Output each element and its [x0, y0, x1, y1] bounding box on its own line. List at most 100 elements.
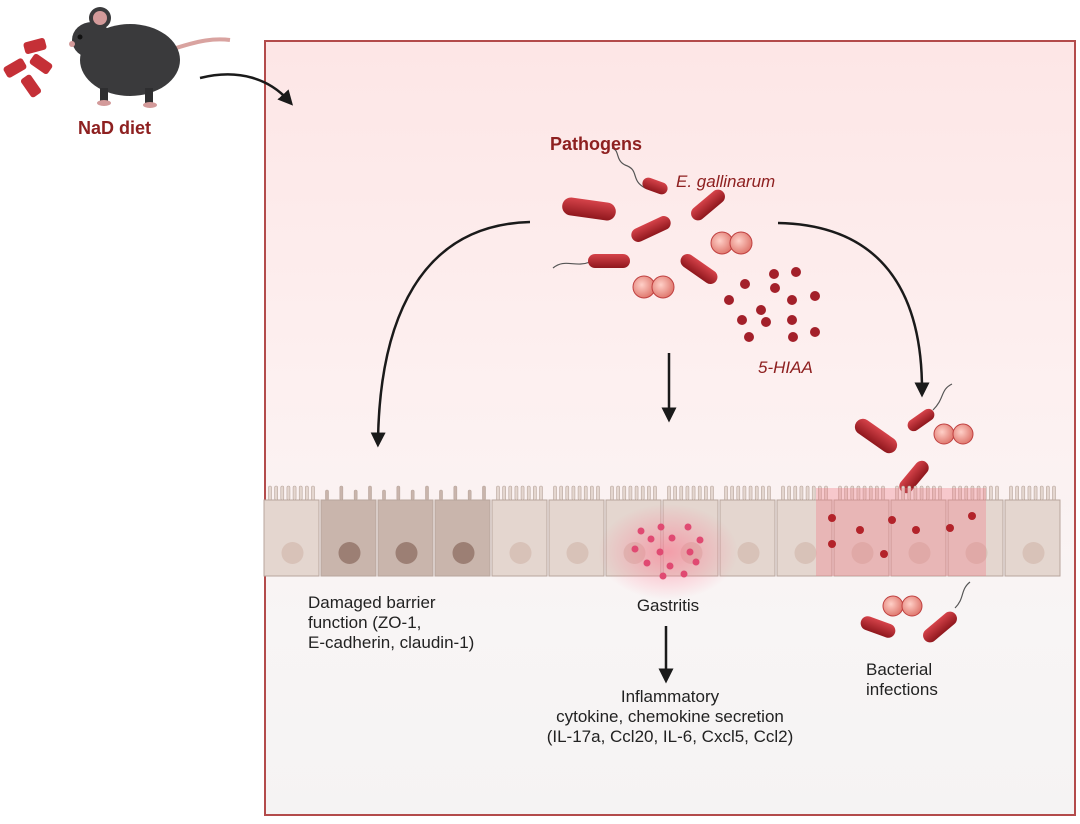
microvillus: [964, 485, 969, 501]
cytokines-line-3: (IL-17a, Ccl20, IL-6, Cxcl5, Ccl2): [546, 727, 794, 746]
barrier-line-1: Damaged barrier: [308, 593, 436, 612]
microvillus: [382, 489, 386, 501]
microvillus: [901, 485, 905, 501]
microvillus: [919, 485, 924, 501]
arrow-to-barrier: [370, 220, 531, 448]
microvillus: [799, 485, 804, 501]
microvillus: [982, 485, 987, 501]
cell-nucleus: [566, 542, 589, 564]
microvillus: [634, 485, 639, 501]
diet-pellets: [3, 38, 53, 98]
microvillus: [818, 485, 822, 501]
pathogen-cluster: [552, 147, 753, 299]
microvillus: [881, 485, 885, 501]
microvillus: [311, 485, 315, 501]
microvillus: [368, 485, 372, 501]
gastritis-label: Gastritis: [636, 596, 700, 615]
microvillus: [958, 485, 962, 501]
epithelial-cell: [320, 499, 377, 577]
microvillus: [742, 485, 747, 501]
infection-bacteria: [860, 581, 971, 643]
epithelial-cell: [263, 499, 320, 577]
microvillus: [526, 485, 531, 501]
intracellular-bacteria: [828, 512, 976, 558]
cell-nucleus: [965, 542, 988, 564]
microvillus: [590, 485, 594, 501]
mouse-icon: [69, 7, 231, 108]
microvillus: [970, 485, 975, 501]
infected-region: [816, 488, 986, 576]
cell-nucleus: [509, 542, 532, 564]
microvillus: [793, 485, 798, 501]
cell-nucleus: [338, 542, 361, 564]
microvillus: [533, 485, 537, 501]
cell-nucleus: [794, 542, 817, 564]
microvillus: [653, 485, 657, 501]
microvillus: [1033, 485, 1038, 501]
inflammation-site: [598, 504, 738, 600]
microvillus: [553, 485, 557, 501]
microvillus: [697, 485, 702, 501]
microvillus: [685, 485, 690, 501]
cell-nucleus: [908, 542, 931, 564]
microvillus: [1015, 485, 1019, 501]
invading-bacteria: [854, 383, 974, 494]
cytokines-line-2: cytokine, chemokine secretion: [556, 707, 784, 726]
arrow-to-infection: [777, 221, 930, 398]
microvillus: [520, 485, 525, 501]
cell-nucleus: [737, 542, 760, 564]
microvillus: [1027, 485, 1032, 501]
microvillus: [1039, 485, 1044, 501]
diet-arrow: [199, 73, 294, 106]
epithelial-cell: [377, 499, 434, 577]
microvillus: [325, 489, 329, 501]
microvillus: [844, 485, 848, 501]
diet-label: NaD diet: [78, 118, 152, 138]
microvillus: [396, 485, 401, 501]
epithelium: [263, 485, 1061, 577]
microvillus: [1046, 485, 1050, 501]
microvillus: [862, 485, 867, 501]
cell-nucleus: [395, 542, 418, 564]
microvillus: [736, 485, 741, 501]
microvillus: [724, 485, 728, 501]
microvillus: [913, 485, 918, 501]
microvillus: [467, 489, 472, 501]
epithelial-cell: [1004, 499, 1061, 577]
microvillus: [761, 485, 765, 501]
microvillus: [305, 485, 309, 501]
infection-label: Bacterial infections: [866, 660, 938, 700]
microvillus: [838, 485, 842, 501]
cytokines-label: Inflammatory cytokine, chemokine secreti…: [520, 687, 820, 747]
epithelial-cell: [491, 499, 548, 577]
microvillus: [425, 485, 429, 501]
microvillus: [787, 485, 791, 501]
microvillus: [647, 485, 651, 501]
microvillus: [805, 485, 810, 501]
microvillus: [976, 485, 981, 501]
microvillus: [353, 489, 358, 501]
microvillus: [995, 485, 999, 501]
microvillus: [514, 485, 519, 501]
cytokines-line-1: Inflammatory: [620, 687, 720, 706]
microvillus: [691, 485, 696, 501]
microvillus: [439, 489, 443, 501]
microvillus: [339, 485, 344, 501]
microvillus: [622, 485, 627, 501]
microvillus: [616, 485, 620, 501]
cell-nucleus: [452, 542, 475, 564]
microvillus: [559, 485, 563, 501]
pathogens-label: Pathogens: [550, 134, 643, 154]
microvillus: [932, 485, 936, 501]
species-label: E. gallinarum: [676, 172, 776, 191]
microvillus: [508, 485, 513, 501]
microvillus: [754, 485, 759, 501]
microvillus: [704, 485, 708, 501]
microvillus: [781, 485, 785, 501]
microvillus: [610, 485, 614, 501]
epithelial-cell: [434, 499, 491, 577]
microvillus: [811, 485, 816, 501]
barrier-label: Damaged barrier function (ZO-1, E-cadher…: [308, 593, 474, 653]
cell-nucleus: [851, 542, 874, 564]
